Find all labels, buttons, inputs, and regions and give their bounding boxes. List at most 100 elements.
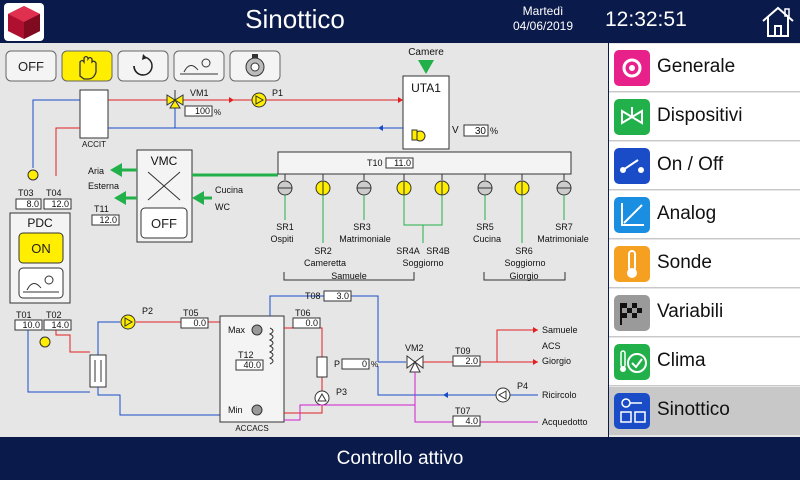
pdc-label: PDC: [27, 216, 53, 230]
climate-check-icon: [614, 344, 650, 380]
p-value: 0: [362, 359, 367, 369]
t08-value: 3.0: [336, 291, 349, 301]
sidebar-item-label: Sonde: [657, 252, 712, 273]
sidebar-item-dispositivi[interactable]: Dispositivi: [609, 93, 800, 141]
t03-label: T03: [18, 188, 34, 198]
p4-label: P4: [517, 381, 528, 391]
out-acs-label: ACS: [542, 341, 561, 351]
t10-label: T10: [367, 158, 383, 168]
ricircolo-label: Ricircolo: [542, 390, 577, 400]
sidebar-item-label: Variabili: [657, 301, 724, 322]
vmc-wc-label: WC: [215, 202, 230, 212]
acquedotto-pipe: [414, 372, 538, 423]
switch-icon: [614, 148, 650, 184]
min-label: Min: [228, 405, 243, 415]
exchanger-arrows-icon: [94, 360, 102, 382]
chart-axes-icon: [614, 197, 650, 233]
plant-schematic: OFF Camere UTA1 V 30 %: [5, 47, 589, 433]
t08-value-box: [323, 290, 352, 302]
sr4a-label: SR4A: [396, 246, 420, 256]
vmc-off-button[interactable]: OFF: [140, 207, 188, 239]
accit-label: ACCIT: [82, 140, 106, 149]
auto-mode-button[interactable]: [117, 50, 169, 82]
t06-label: T06: [295, 308, 311, 318]
sidebar-item-label: Dispositivi: [657, 105, 743, 126]
vmc-off-label: OFF: [151, 216, 177, 231]
alarm-bell-icon: [245, 54, 265, 77]
max-label: Max: [228, 325, 246, 335]
sr4b-label: SR4B: [426, 246, 450, 256]
off-button[interactable]: OFF: [5, 50, 57, 82]
t04-value-box: [43, 198, 72, 210]
pipe-arrow: [378, 125, 383, 131]
cucina-arrow-icon: [192, 191, 204, 205]
uta1-unit: [402, 75, 450, 150]
aria-arrow-icon: [110, 163, 122, 177]
t06-value-box: [292, 317, 321, 329]
t02-label: T02: [46, 310, 62, 320]
t06-value: 0.0: [305, 318, 318, 328]
day-label: Martedì: [522, 4, 564, 18]
t11-value: 12.0: [99, 215, 117, 225]
t09-label: T09: [455, 346, 471, 356]
sr1-label: SR1: [276, 222, 294, 232]
pdc-season-button[interactable]: [18, 267, 64, 299]
uta1-v-unit: %: [490, 126, 498, 136]
t02-value: 14.0: [51, 320, 69, 330]
clock: 12:32:51: [605, 8, 687, 31]
p3-label: P3: [336, 387, 347, 397]
pdc-on-button[interactable]: ON: [18, 232, 64, 264]
camere-label: Camere: [408, 47, 444, 58]
sidebar-item-analog[interactable]: Analog: [609, 191, 800, 239]
pipe-arrow: [229, 97, 234, 103]
min-level-icon: [251, 404, 263, 416]
t08-pipe: [269, 295, 379, 362]
zone-samuele-label: Samuele: [331, 271, 367, 281]
t10-manifold: [277, 151, 572, 175]
vm1-value: 100: [195, 106, 210, 116]
sidebar-item-label: Sinottico: [657, 399, 730, 420]
synoptic-diagram: OFF Camere UTA1 V 30 %: [0, 43, 608, 437]
date-display: Martedì 04/06/2019: [498, 4, 588, 34]
uta1-v-box: [463, 124, 489, 137]
sr6-room: Soggiorno: [504, 258, 545, 268]
manual-mode-button[interactable]: [61, 50, 113, 82]
sidebar-item-variabili[interactable]: Variabili: [609, 289, 800, 337]
t04-label: T04: [46, 188, 62, 198]
zone-brackets: [283, 272, 566, 281]
t03-value-box: [15, 198, 42, 210]
sidebar-item-clima[interactable]: Clima: [609, 338, 800, 386]
supply-pipe-pdc: [55, 127, 80, 176]
p1-pump-icon: [251, 92, 267, 108]
p3-pump-icon: [314, 390, 330, 406]
brand-logo: [4, 3, 44, 41]
alarm-button[interactable]: [229, 50, 281, 82]
accit-tank: [79, 89, 109, 139]
t05-label: T05: [183, 308, 199, 318]
p-value-box: [341, 358, 370, 370]
sr3-label: SR3: [353, 222, 371, 232]
camere-arrow-icon: [418, 60, 434, 74]
hand-icon: [79, 55, 97, 80]
sidebar-item-sinottico[interactable]: Sinottico: [609, 387, 800, 435]
sidebar-item-on-off[interactable]: On / Off: [609, 142, 800, 190]
home-button[interactable]: [760, 4, 796, 40]
sr7-room: Matrimoniale: [537, 234, 589, 244]
vmc-label: VMC: [151, 154, 178, 168]
sidebar-item-sonde[interactable]: Sonde: [609, 240, 800, 288]
t01-sensor-icon: [39, 336, 51, 348]
return-pipe-pdc: [32, 99, 80, 168]
flow-meter-icon: [316, 356, 328, 378]
t06-pipe: [284, 327, 323, 394]
sidebar-item-generale[interactable]: Generale: [609, 44, 800, 92]
devices-icon: [614, 99, 650, 135]
t04-value: 12.0: [51, 199, 69, 209]
top-bar: Sinottico Martedì 04/06/2019 12:32:51: [0, 0, 800, 43]
sr2-room: Cameretta: [304, 258, 346, 268]
season-mode-button[interactable]: [173, 50, 225, 82]
t09-value-box: [452, 355, 481, 367]
t10-value-box: [385, 157, 414, 169]
accacs-label: ACCACS: [235, 424, 268, 433]
exchanger-out-pipe: [97, 321, 120, 355]
t12-value: 40.0: [243, 360, 261, 370]
